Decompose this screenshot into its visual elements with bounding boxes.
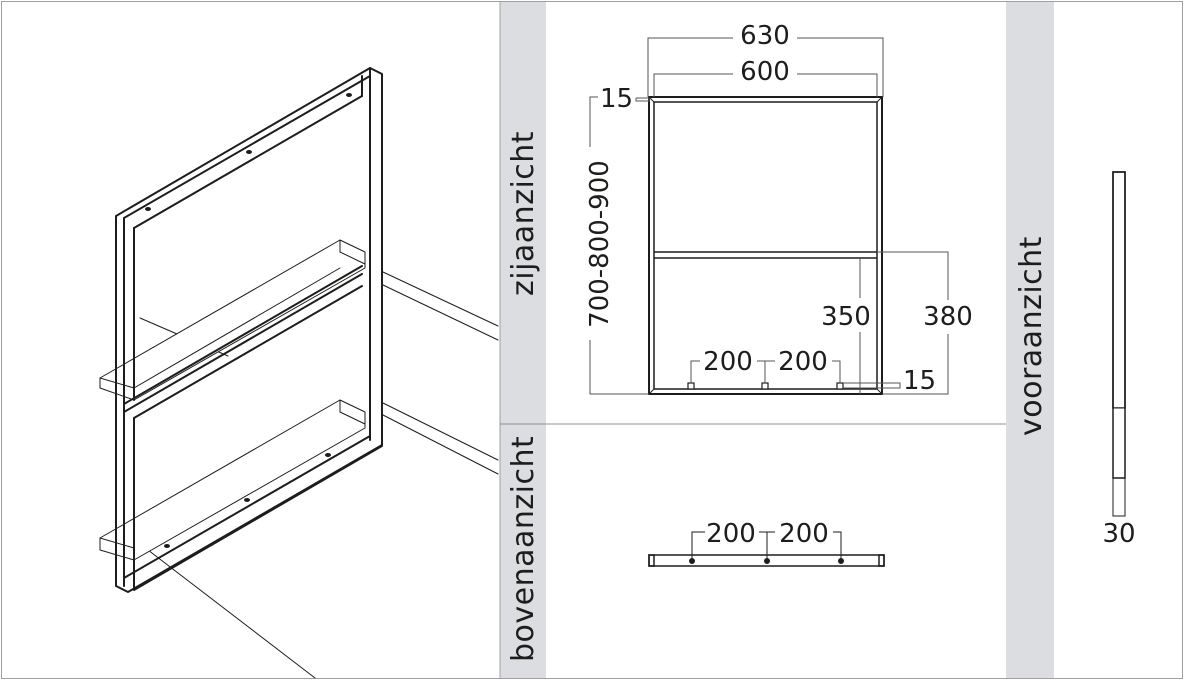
dim-height-options: 700-800-900	[585, 160, 615, 328]
side-view-band	[500, 2, 546, 424]
frame-outline	[115, 67, 383, 593]
dim-top-hole-spacing-1: 200	[706, 519, 756, 549]
top-view-band	[500, 424, 546, 678]
cabinet-outline	[99, 239, 499, 679]
isometric-view	[99, 67, 499, 679]
dim-outer-width: 630	[740, 21, 790, 51]
dim-shelf-outer-height: 380	[923, 302, 973, 332]
front-view-band	[1006, 2, 1054, 678]
dim-shelf-inner-height: 350	[821, 302, 871, 332]
mounting-holes-iso	[145, 93, 352, 548]
dim-inner-width: 600	[740, 57, 790, 87]
dim-depth: 30	[1102, 519, 1135, 549]
top-view: 200 200	[648, 519, 885, 567]
dim-hole-spacing-2: 200	[778, 347, 828, 377]
dim-hole-spacing-1: 200	[703, 347, 753, 377]
front-view	[1112, 171, 1126, 517]
dim-top-hole-spacing-2: 200	[779, 519, 829, 549]
side-view: 630 600 15 700-800-900 350 380 200 200 1…	[585, 21, 973, 396]
dim-bottom-thickness: 15	[903, 366, 936, 396]
dim-top-thickness: 15	[600, 84, 633, 114]
